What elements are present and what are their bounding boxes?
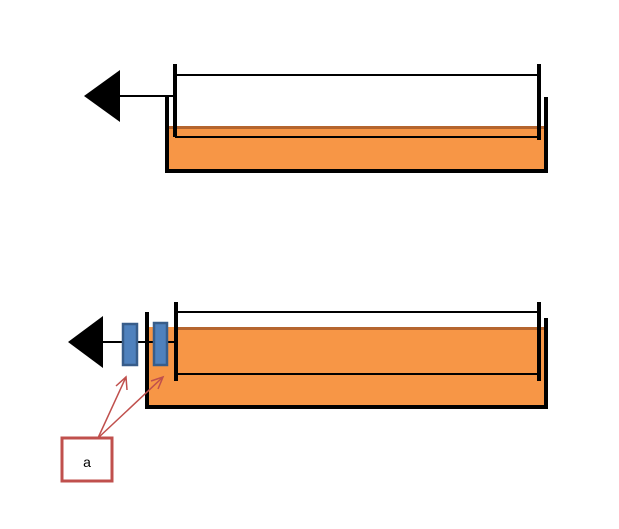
callout-arrow-2 (97, 376, 164, 439)
top-liquid (167, 127, 546, 171)
bottom-trough (145, 312, 548, 409)
left-arrow-icon (68, 316, 103, 368)
left-arrow-icon (84, 70, 120, 122)
callout: a (60, 375, 165, 483)
callout-box (60, 436, 114, 483)
electrode-2 (152, 321, 169, 367)
top-trough (165, 97, 548, 173)
callout-arrowhead-2 (150, 375, 165, 390)
callout-arrow-1 (97, 376, 127, 439)
bottom-setup (68, 302, 548, 409)
electrode-1 (121, 322, 139, 367)
callout-arrowhead-1 (115, 375, 128, 391)
callout-label: a (83, 454, 91, 470)
top-setup (84, 64, 548, 173)
bottom-liquid (147, 327, 546, 407)
